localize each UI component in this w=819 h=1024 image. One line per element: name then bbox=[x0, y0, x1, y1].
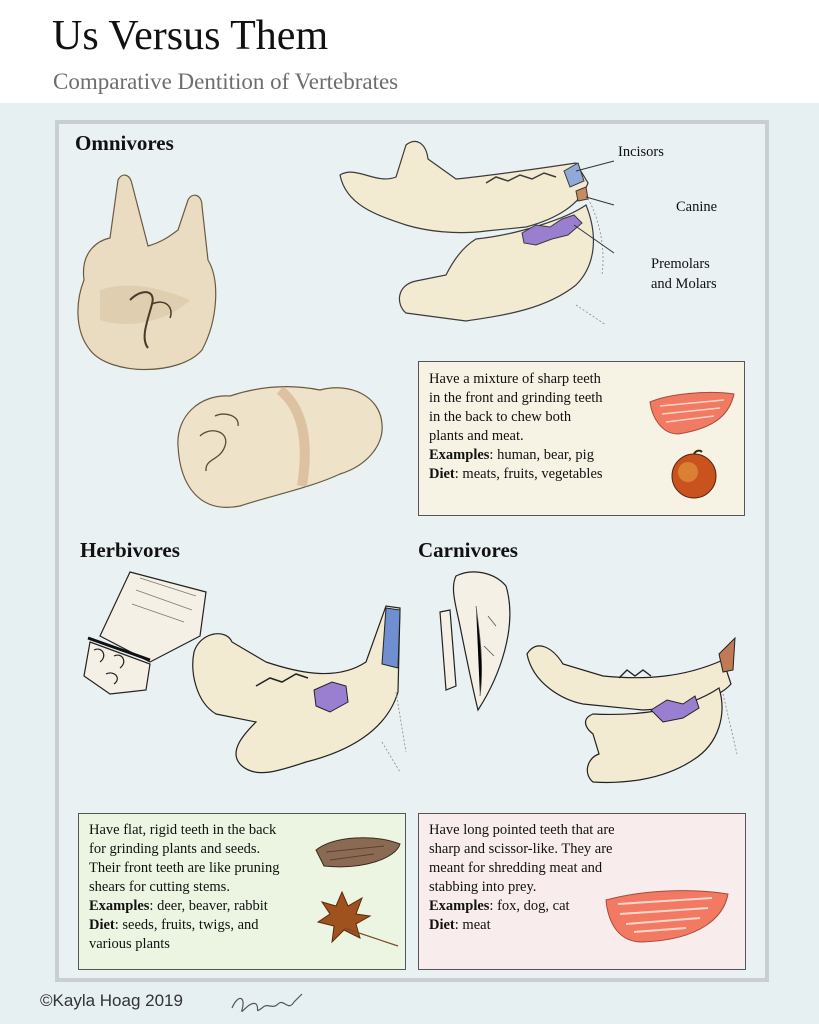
carnivores-desc-line: meant for shredding meat and bbox=[429, 860, 603, 876]
diet-label: Diet bbox=[89, 917, 115, 933]
herbivores-diet-cont: various plants bbox=[89, 936, 170, 952]
omnivores-info-box: Have a mixture of sharp teeth in the fro… bbox=[418, 361, 745, 516]
herbivores-desc-line: Have flat, rigid teeth in the back bbox=[89, 822, 277, 838]
herbivore-jaw-illustration bbox=[192, 605, 407, 774]
carnivore-jaw-illustration bbox=[526, 636, 738, 784]
herbivores-diet: Diet: seeds, fruits, twigs, and bbox=[89, 916, 395, 935]
carnivores-diet-value: : meat bbox=[454, 917, 491, 933]
molars-label: and Molars bbox=[651, 276, 717, 292]
canine-label: Canine bbox=[676, 199, 718, 215]
diet-label: Diet bbox=[429, 466, 455, 482]
herbivores-examples-value: : deer, beaver, rabbit bbox=[149, 898, 268, 914]
salmon-fillet-icon bbox=[605, 890, 729, 943]
diet-label: Diet bbox=[429, 917, 455, 933]
examples-label: Examples bbox=[429, 898, 490, 914]
incisors-label: Incisors bbox=[618, 144, 664, 160]
omnivores-diet-value: : meats, fruits, vegetables bbox=[454, 466, 603, 482]
omnivores-examples-value: : human, bear, pig bbox=[489, 447, 594, 463]
premolars-label: Premolars bbox=[651, 256, 710, 272]
examples-label: Examples bbox=[89, 898, 150, 914]
omnivores-heading: Omnivores bbox=[75, 131, 174, 155]
carnivores-examples-value: : fox, dog, cat bbox=[489, 898, 570, 914]
peach-icon bbox=[671, 449, 717, 499]
omnivores-examples: Examples: human, bear, pig bbox=[429, 446, 734, 465]
herbivores-desc-line: shears for cutting stems. bbox=[89, 879, 230, 895]
carnivores-desc-line: stabbing into prey. bbox=[429, 879, 537, 895]
examples-label: Examples bbox=[429, 447, 490, 463]
carnivore-fang-illustration bbox=[439, 571, 511, 712]
carnivores-desc-line: sharp and scissor-like. They are bbox=[429, 841, 613, 857]
omnivores-desc-line: in the back to chew both bbox=[429, 409, 572, 425]
page-title: Us Versus Them bbox=[52, 13, 329, 59]
copyright-text: ©Kayla Hoag 2019 bbox=[40, 991, 183, 1010]
herbivores-heading: Herbivores bbox=[80, 538, 180, 562]
herbivore-molar-illustration bbox=[83, 571, 207, 695]
artist-signature bbox=[231, 993, 303, 1012]
carnivores-diet: Diet: meat bbox=[429, 916, 735, 935]
omnivore-molar-side-illustration bbox=[177, 386, 383, 508]
carnivores-desc-line: Have long pointed teeth that are bbox=[429, 822, 615, 838]
omnivores-desc-line: in the front and grinding teeth bbox=[429, 390, 603, 406]
omnivores-desc-line: Have a mixture of sharp teeth bbox=[429, 371, 601, 387]
omnivore-jaw-illustration bbox=[339, 140, 615, 326]
carnivores-examples: Examples: fox, dog, cat bbox=[429, 897, 735, 916]
herbivores-diet-value: : seeds, fruits, twigs, and bbox=[114, 917, 259, 933]
twig-bark-icon bbox=[315, 837, 401, 868]
herbivores-desc-line: Their front teeth are like pruning bbox=[89, 860, 280, 876]
carnivores-heading: Carnivores bbox=[418, 538, 518, 562]
herbivores-desc-line: for grinding plants and seeds. bbox=[89, 841, 261, 857]
page-subtitle: Comparative Dentition of Vertebrates bbox=[53, 69, 399, 94]
salmon-steak-icon bbox=[649, 391, 735, 435]
omnivores-diet: Diet: meats, fruits, vegetables bbox=[429, 465, 734, 484]
omnivores-desc-line: plants and meat. bbox=[429, 428, 524, 444]
header: Us Versus Them Comparative Dentition of … bbox=[0, 0, 819, 103]
omnivore-molar-top-illustration bbox=[77, 174, 217, 371]
herbivores-examples: Examples: deer, beaver, rabbit bbox=[89, 897, 395, 916]
maple-leaf-icon bbox=[316, 890, 399, 947]
